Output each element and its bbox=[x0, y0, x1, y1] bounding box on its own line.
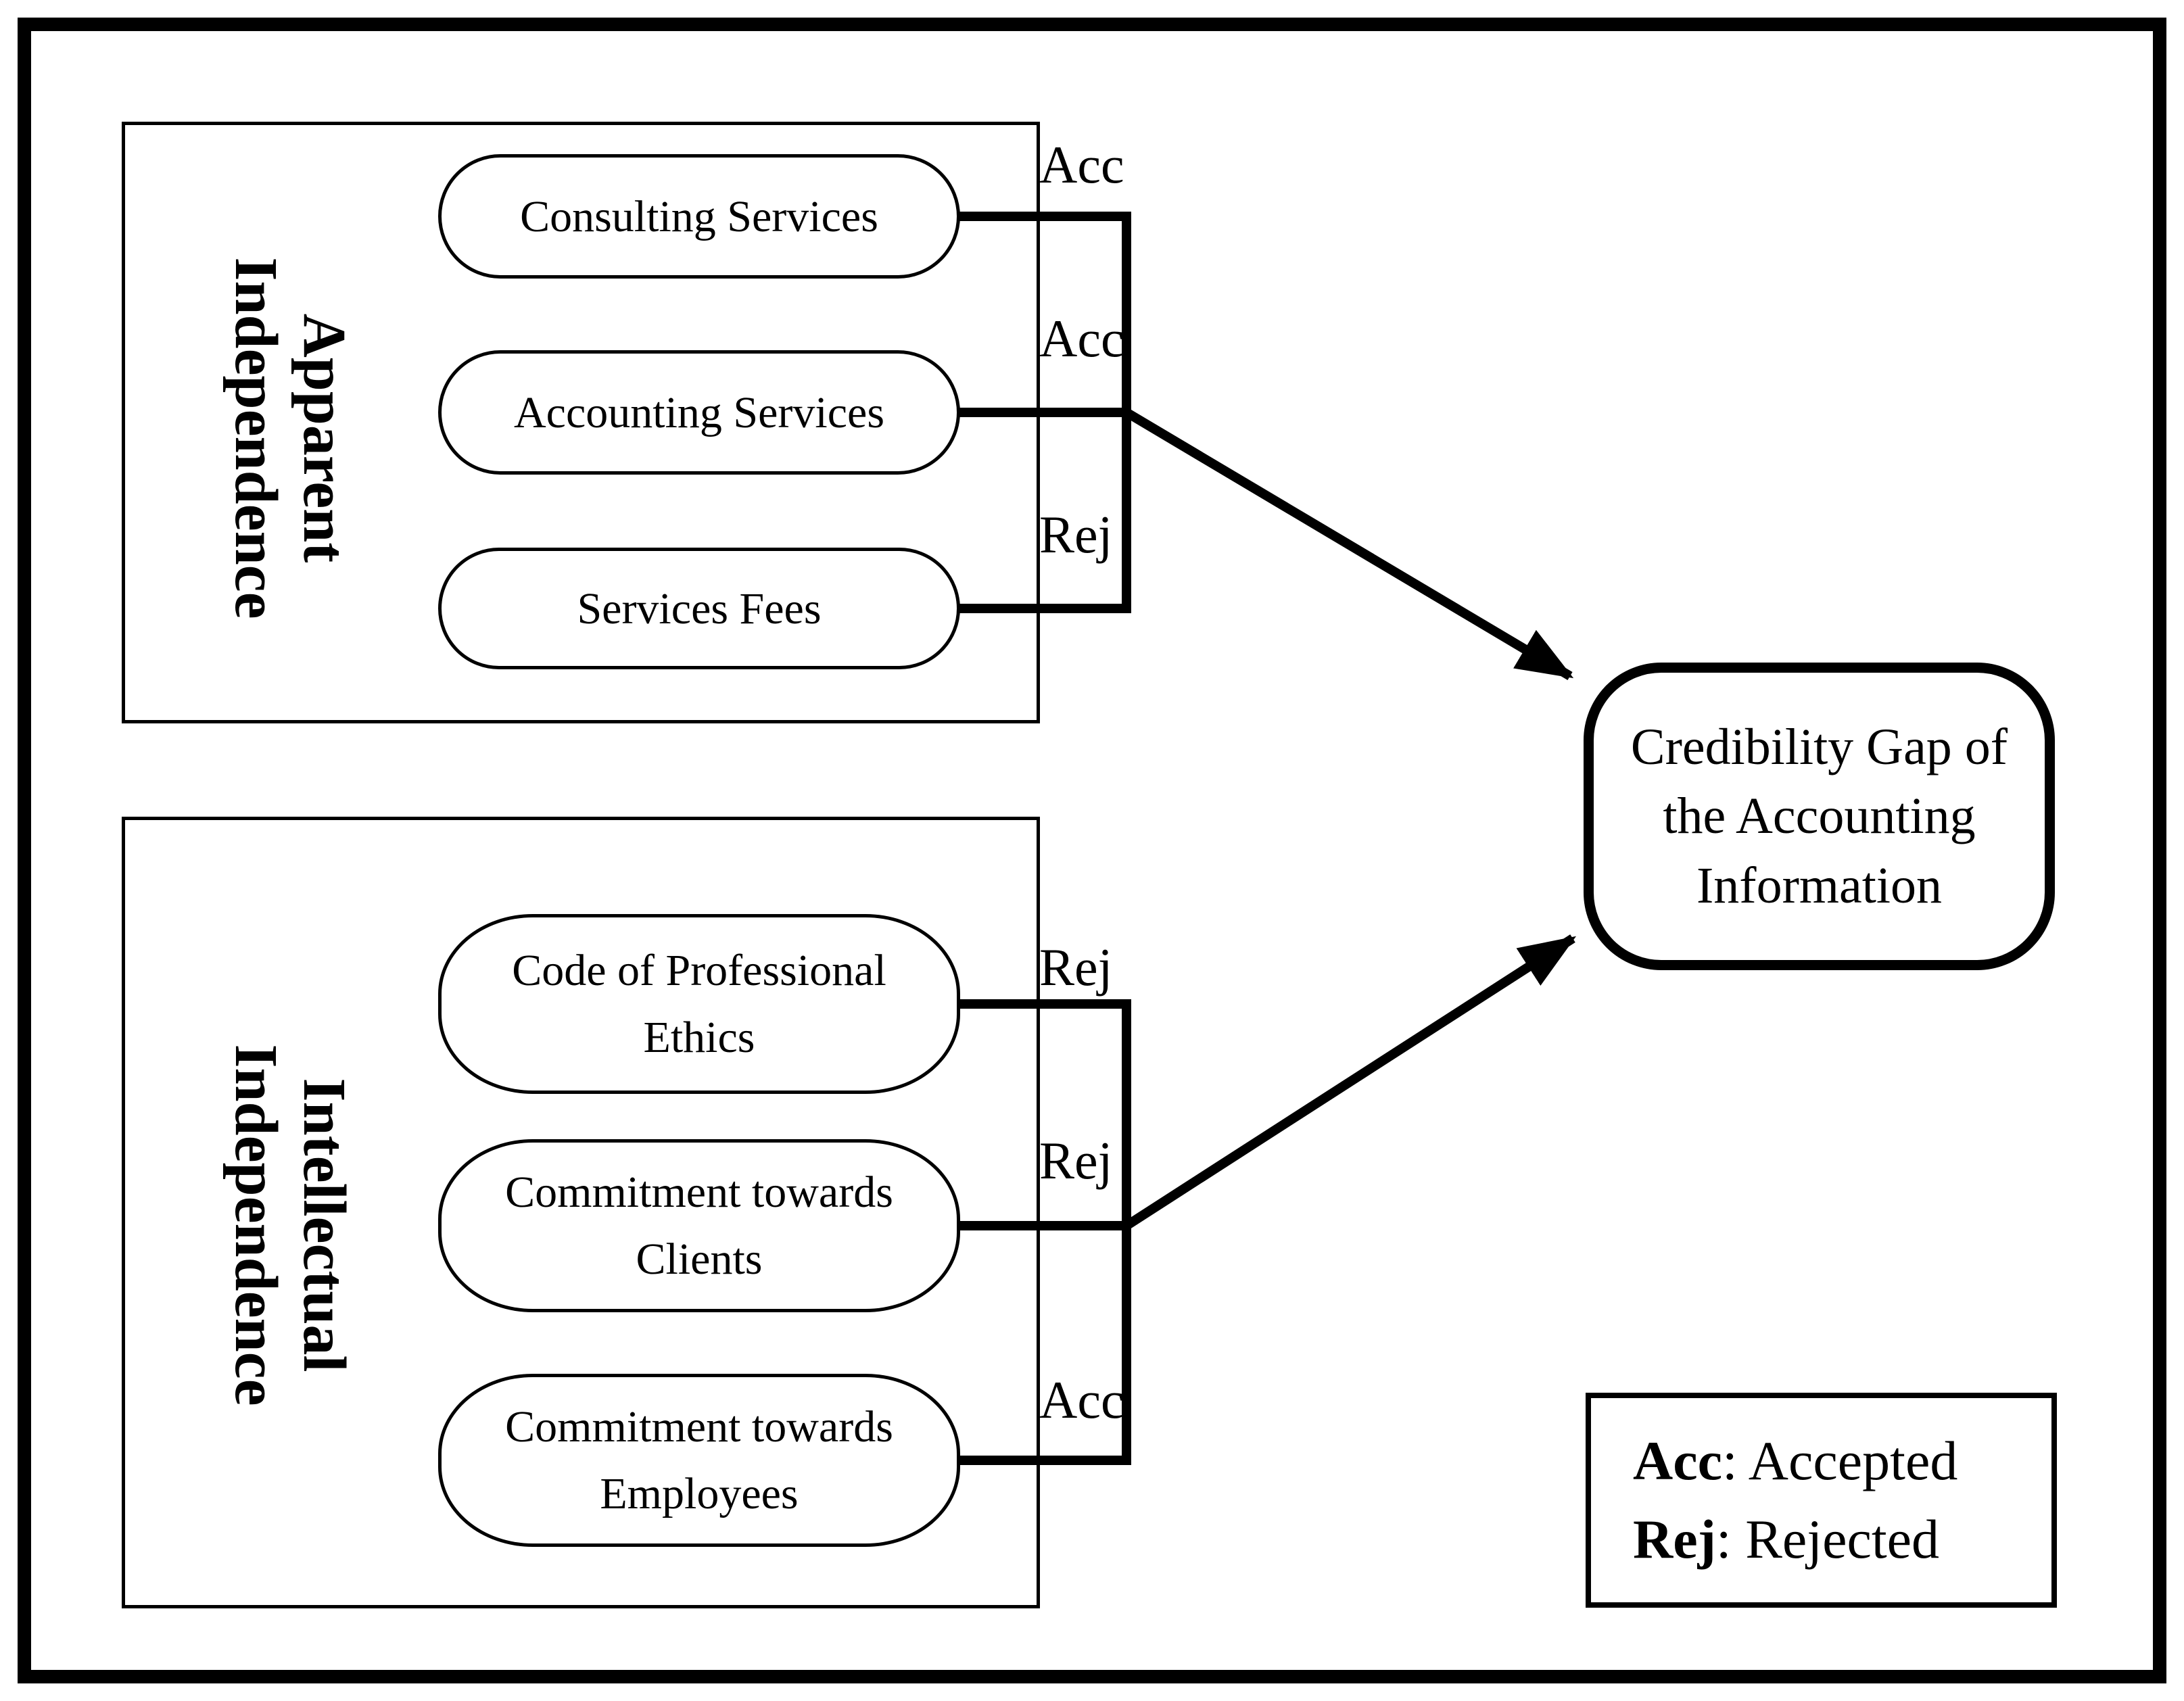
node-label: Accounting Services bbox=[513, 387, 884, 437]
node-commitment-towards-clients: Commitment towards Clients bbox=[438, 1139, 960, 1312]
node-commitment-towards-employees: Commitment towards Employees bbox=[438, 1374, 960, 1547]
outcome-line: Information bbox=[1696, 857, 1942, 914]
legend-term: Rej bbox=[1633, 1508, 1716, 1570]
legend-entry-rejected: Rej: Rejected bbox=[1633, 1500, 2051, 1579]
node-label: Code of Professional Ethics bbox=[512, 946, 886, 1062]
node-label: Commitment towards Employees bbox=[505, 1402, 893, 1518]
node-label: Services Fees bbox=[577, 583, 822, 633]
node-label: Commitment towards Clients bbox=[505, 1168, 893, 1284]
group-intellectual-independence-box bbox=[122, 817, 1040, 1608]
group-apparent-independence-box bbox=[122, 122, 1040, 723]
node-consulting-services: Consulting Services bbox=[438, 154, 960, 279]
tag-services-fees: Rej bbox=[1039, 505, 1113, 564]
tag-accounting-services: Acc bbox=[1039, 309, 1124, 368]
node-code-of-professional-ethics: Code of Professional Ethics bbox=[438, 914, 960, 1094]
legend-definition: : Accepted bbox=[1722, 1429, 1958, 1491]
node-services-fees: Services Fees bbox=[438, 548, 960, 669]
tag-code-of-professional-ethics: Rej bbox=[1039, 938, 1113, 997]
legend-entry-accepted: Acc: Accepted bbox=[1633, 1422, 2051, 1500]
node-accounting-services: Accounting Services bbox=[438, 350, 960, 475]
outcome-line: Credibility Gap of bbox=[1630, 718, 2008, 775]
outer-border bbox=[18, 18, 2166, 1683]
arrow-intellectual-to-credibility-gap bbox=[1124, 934, 1577, 1230]
tag-commitment-towards-clients: Rej bbox=[1039, 1131, 1113, 1190]
legend-term: Acc bbox=[1633, 1429, 1723, 1491]
node-label: Consulting Services bbox=[520, 191, 878, 241]
tag-consulting-services: Acc bbox=[1039, 135, 1124, 194]
node-credibility-gap: Credibility Gap of the Accounting Inform… bbox=[1584, 663, 2055, 970]
legend-definition: : Rejected bbox=[1715, 1508, 1940, 1570]
tag-commitment-towards-employees: Acc bbox=[1039, 1370, 1124, 1429]
legend-box: Acc: Accepted Rej: Rejected bbox=[1586, 1393, 2057, 1608]
arrow-apparent-to-credibility-gap bbox=[1124, 408, 1574, 681]
outcome-line: the Accounting bbox=[1663, 788, 1976, 845]
